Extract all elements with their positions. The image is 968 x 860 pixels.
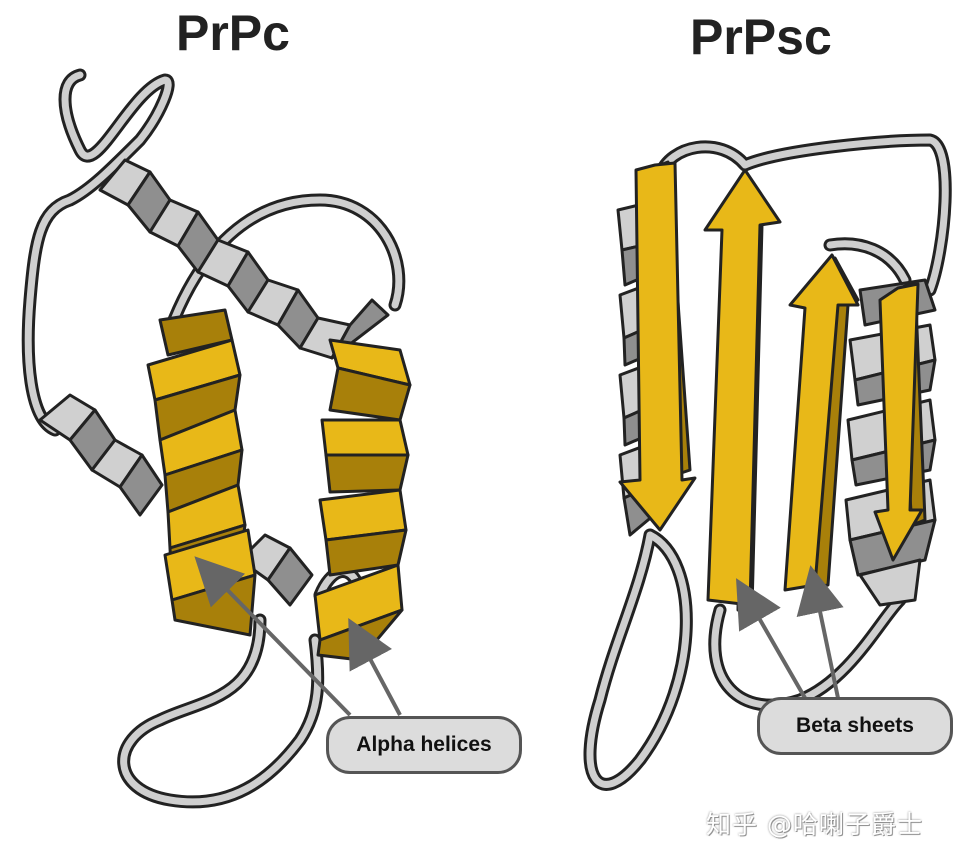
prpsc-structure — [583, 133, 952, 791]
prpsc-title: PrPsc — [690, 9, 832, 65]
prpc-structure — [21, 68, 412, 809]
beta-sheets-label: Beta sheets — [796, 714, 914, 737]
prpsc-beta-strand-1 — [618, 160, 697, 532]
alpha-helices-callout: Alpha helices — [326, 716, 522, 774]
prpsc-beta-strand-4 — [873, 280, 927, 562]
prpsc-loops — [583, 133, 952, 791]
prpc-title: PrPc — [176, 5, 290, 61]
prpc-gray-helix-top — [98, 158, 390, 360]
beta-sheets-callout: Beta sheets — [757, 697, 953, 755]
prpc-leader-lines — [194, 556, 402, 717]
prpsc-beta-strand-3 — [783, 253, 860, 592]
alpha-helices-label: Alpha helices — [356, 733, 492, 756]
prpsc-leader-lines — [736, 565, 844, 699]
prpc-gold-helix-left — [146, 308, 257, 637]
watermark: 知乎 @哈喇子爵士 — [706, 810, 923, 839]
prpc-gray-helix-bottom — [38, 393, 314, 607]
prpc-gold-helix-right — [313, 338, 412, 662]
prpsc-beta-strand-2 — [703, 168, 782, 612]
